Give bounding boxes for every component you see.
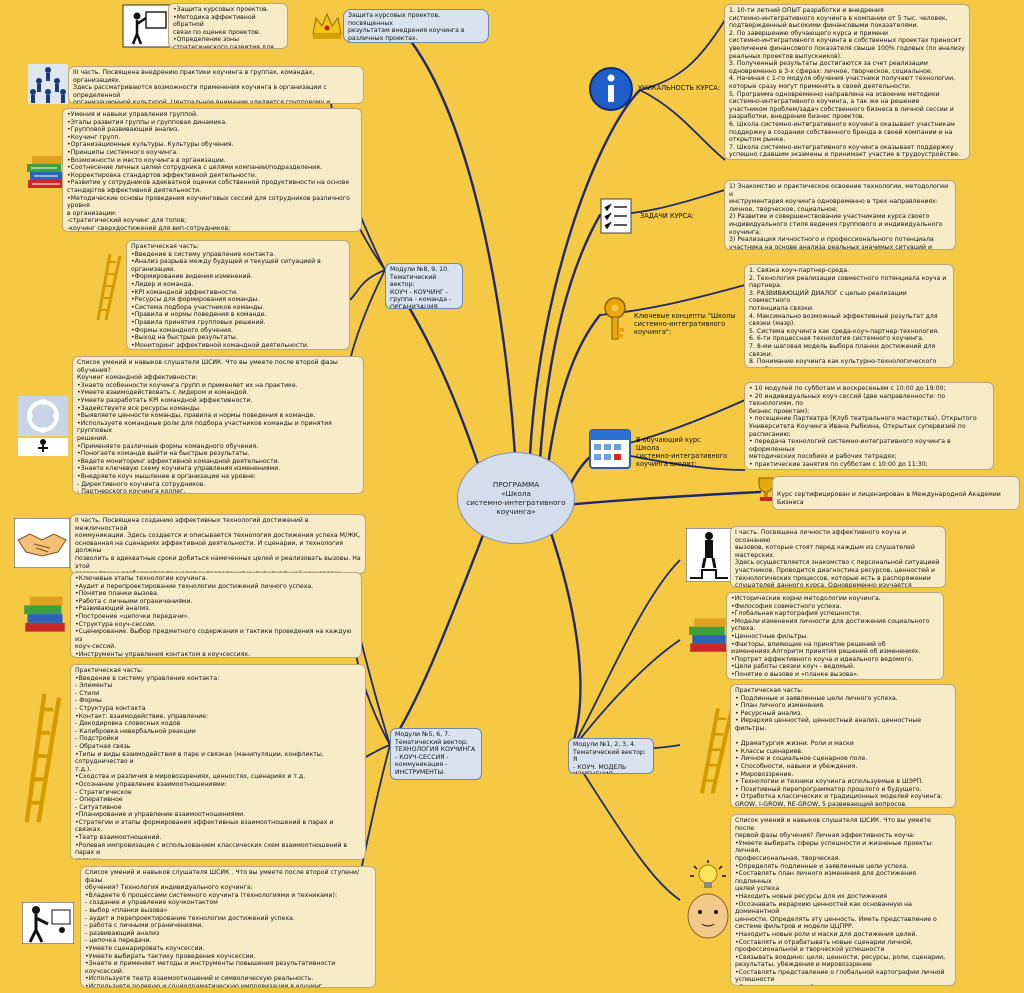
program-title: ПРОГРАММА «Школа системно-интегративного… — [466, 480, 566, 516]
tech-list-text: Список умений и навыков слушателя ШСИК .… — [85, 869, 360, 988]
tasks-label: ЗАДАЧИ КУРСА: — [640, 212, 694, 220]
personal-practice-text: Практическая часть: • Подлинные и заявле… — [735, 687, 943, 808]
branch-concepts — [546, 313, 602, 467]
tech-practice-text: Практическая часть: •Введение в систему … — [75, 667, 348, 859]
top-node[interactable]: Защита курсовых проектов, посвященных ре… — [343, 9, 489, 43]
checklist-icon — [598, 196, 634, 236]
concepts-node[interactable]: 1. Связка коуч-партнер-среда. 2. Техноло… — [744, 264, 954, 368]
personal-practice-node[interactable]: Практическая часть: • Подлинные и заявле… — [730, 684, 956, 808]
group-part3-node[interactable]: III часть. Посвящена внедрению практики … — [68, 66, 364, 104]
personal-list-node[interactable]: Список умений и навыков слушателя ШСИК. … — [730, 814, 956, 986]
module-personal-node[interactable]: Модули №1, 2, 3, 4. Тематический вектор:… — [568, 738, 654, 774]
tasks-text: 1) Знакомство и практическое освоение те… — [729, 183, 949, 250]
handshake-icon — [14, 518, 70, 568]
crown-icon — [310, 10, 344, 42]
personal-part1-text: I часть. Посвящена личности эффективного… — [735, 529, 940, 588]
team-pyramid-icon — [28, 64, 68, 104]
branch-cert — [563, 490, 762, 507]
group-skills-node[interactable]: •Умения и навыки управления группой. •Эт… — [62, 108, 362, 232]
cert-node[interactable]: Курс сертифицирован и лицензирован в Меж… — [772, 476, 1020, 510]
group-practice-node[interactable]: Практическая часть: •Введение в систему … — [126, 240, 350, 350]
branch-personal — [548, 528, 582, 754]
tech-practice-node[interactable]: Практическая часть: •Введение в систему … — [70, 664, 366, 860]
personal-list-text: Список умений и навыков слушателя ШСИК. … — [735, 817, 946, 985]
branch-top — [408, 38, 517, 457]
personal-skills-text: •Исторические корни методологии коучинга… — [731, 595, 930, 679]
module-tech-text: Модули №5, 6, 7. Тематический вектор: ТЕ… — [395, 731, 476, 776]
ladder-icon — [18, 690, 62, 826]
top-detail-text: •Защита курсовых проектов. •Методика эфф… — [173, 6, 274, 49]
concepts-label: Ключевые концепты "Школы системно-интегр… — [634, 312, 736, 336]
info-globe-icon — [588, 66, 634, 112]
module-group-text: Модули №8, 9, 10. Тематический вектор: К… — [390, 266, 452, 309]
tech-part2-text: II часть. Посвящена созданию эффективных… — [75, 517, 361, 573]
module-personal-text: Модули №1, 2, 3, 4. Тематический вектор:… — [573, 741, 646, 773]
schedule-node[interactable]: • 10 модулей по субботам и воскресеньям … — [744, 382, 994, 470]
ladder-icon — [694, 706, 734, 796]
tech-skills-node[interactable]: •Ключевые этапы технологии коучинга. •Ау… — [70, 572, 362, 658]
unique-node[interactable]: 1. 10-ти летний ОПЫТ разработки и внедре… — [724, 4, 970, 160]
group-practice-text: Практическая часть: •Введение в систему … — [131, 243, 321, 349]
group-list-text: Список умений и навыков слушателя ШСИК. … — [77, 359, 338, 494]
tech-list-node[interactable]: Список умений и навыков слушателя ШСИК .… — [80, 866, 376, 988]
personal-skills-node[interactable]: •Исторические корни методологии коучинга… — [726, 592, 944, 680]
unique-label: УНИКАЛЬНОСТЬ КУРСА: — [638, 84, 720, 92]
program-center-node[interactable]: ПРОГРАММА «Школа системно-интегративного… — [457, 452, 575, 544]
trophy-icon — [756, 476, 776, 502]
teacher-icon — [22, 902, 74, 944]
team-circle-icon — [18, 396, 68, 456]
presentation-icon — [122, 4, 172, 48]
tasks-node[interactable]: 1) Знакомство и практическое освоение те… — [724, 180, 956, 250]
module-tech-node[interactable]: Модули №5, 6, 7. Тематический вектор: ТЕ… — [390, 728, 482, 780]
personal-part1-node[interactable]: I часть. Посвящена личности эффективного… — [730, 526, 946, 588]
tech-skills-text: •Ключевые этапы технологии коучинга. •Ау… — [75, 575, 352, 658]
cert-text: Курс сертифицирован и лицензирован в Меж… — [777, 491, 1001, 506]
module-group-node[interactable]: Модули №8, 9, 10. Тематический вектор: К… — [385, 263, 463, 309]
podium-person-icon — [686, 528, 732, 582]
ladder-icon — [92, 252, 122, 322]
calendar-icon — [588, 424, 632, 470]
branch-tasks — [538, 213, 602, 462]
top-node-text: Защита курсовых проектов, посвященных ре… — [348, 12, 465, 42]
unique-text: 1. 10-ти летний ОПЫТ разработки и внедре… — [729, 7, 965, 159]
group-list-node[interactable]: Список умений и навыков слушателя ШСИК. … — [72, 356, 364, 494]
group-skills-text: •Умения и навыки управления группой. •Эт… — [67, 111, 350, 232]
group-part3-text: III часть. Посвящена внедрению практики … — [73, 69, 331, 104]
branch-tech — [388, 528, 487, 747]
schedule-label: В обучающий курс Школа системно-интеграт… — [636, 436, 728, 468]
tech-part2-node[interactable]: II часть. Посвящена созданию эффективных… — [70, 514, 366, 574]
lightbulb-head-icon — [682, 860, 734, 940]
books-icon — [24, 150, 68, 192]
concepts-text: 1. Связка коуч-партнер-среда. 2. Техноло… — [749, 267, 947, 367]
books-icon — [20, 590, 70, 636]
branch-unique — [528, 88, 642, 457]
key-icon — [598, 296, 632, 342]
schedule-text: • 10 модулей по субботам и воскресеньям … — [749, 385, 977, 469]
books-icon — [686, 612, 732, 656]
top-detail-node[interactable]: •Защита курсовых проектов. •Методика эфф… — [168, 3, 288, 49]
